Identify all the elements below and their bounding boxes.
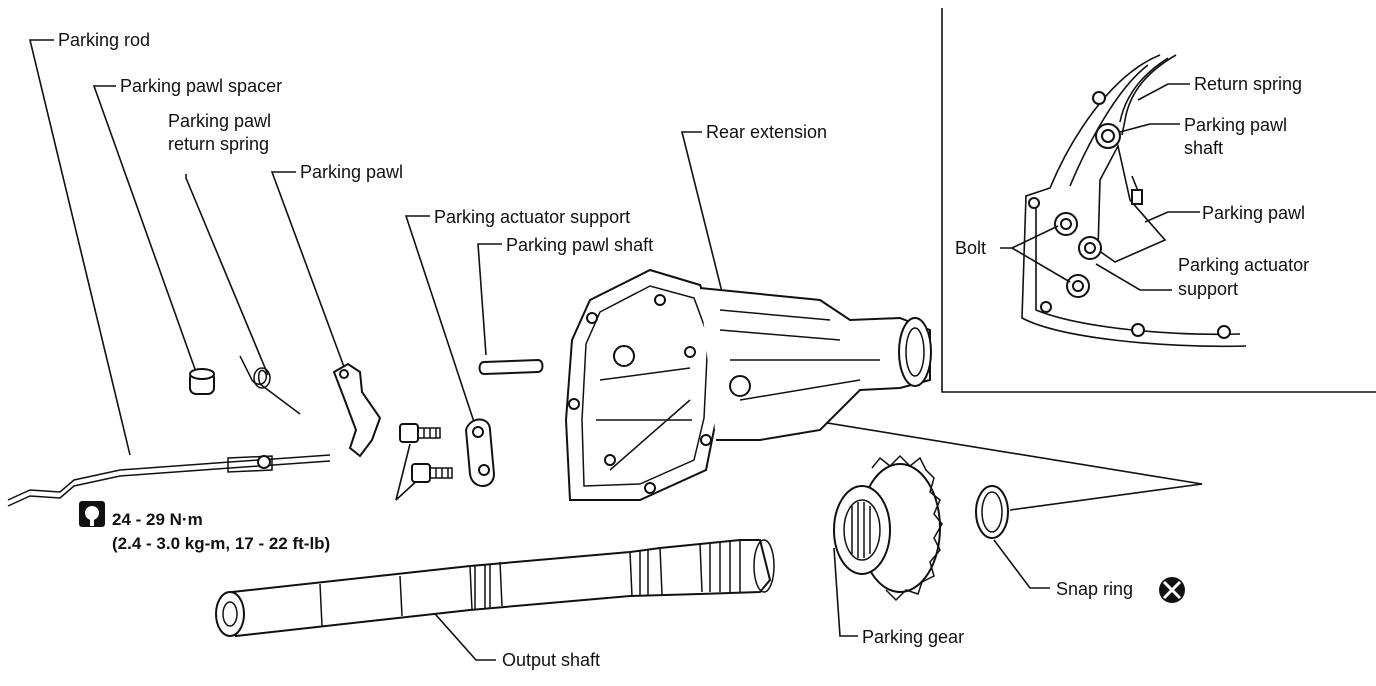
parking-gear — [833, 454, 943, 602]
label-rear-extension: Rear extension — [706, 122, 828, 142]
inset-label-parking-actuator-support-2: support — [1178, 279, 1239, 299]
inset-frame — [941, 8, 1376, 393]
rear-extension — [564, 268, 932, 501]
inset-label-bolt: Bolt — [955, 238, 987, 258]
label-parking-pawl-shaft: Parking pawl shaft — [506, 235, 654, 255]
inset-case — [1021, 54, 1247, 348]
parking-pawl-return-spring — [239, 355, 301, 415]
parking-pawl — [332, 362, 382, 458]
inset-leaders — [1000, 83, 1200, 291]
label-parking-rod: Parking rod — [58, 30, 151, 50]
inset-label-parking-pawl-shaft-2: shaft — [1184, 138, 1224, 158]
label-output-shaft: Output shaft — [502, 650, 601, 670]
label-parking-pawl: Parking pawl — [300, 162, 404, 182]
label-parking-pawl-spacer: Parking pawl spacer — [120, 76, 283, 96]
inset-label-parking-actuator-support-1: Parking actuator — [1178, 255, 1310, 275]
main-leaders — [28, 39, 1203, 661]
label-snap-ring: Snap ring — [1056, 579, 1134, 599]
inset-label-parking-pawl-shaft-1: Parking pawl — [1184, 115, 1288, 135]
output-shaft — [215, 539, 775, 638]
parking-pawl-shaft — [478, 358, 544, 376]
parking-pawl-spacer — [189, 368, 215, 395]
torque-spec-line-1: 24 - 29 N·m — [112, 510, 203, 529]
snap-ring — [975, 485, 1009, 539]
inset-label-parking-pawl: Parking pawl — [1202, 203, 1306, 223]
inset-return-spring — [1119, 54, 1177, 136]
inset-label-return-spring: Return spring — [1194, 74, 1303, 94]
label-parking-gear: Parking gear — [862, 627, 965, 647]
inset-pawl — [1095, 123, 1167, 263]
replace-part-x-icon — [1159, 577, 1185, 603]
parking-actuator-support — [464, 418, 496, 487]
label-parking-pawl-return-spring-1: Parking pawl — [168, 111, 272, 131]
label-parking-actuator-support: Parking actuator support — [434, 207, 631, 227]
torque-spec: 24 - 29 N·m (2.4 - 3.0 kg-m, 17 - 22 ft-… — [112, 508, 330, 556]
inset-bolts — [1054, 212, 1102, 298]
torque-spec-line-2: (2.4 - 3.0 kg-m, 17 - 22 ft-lb) — [112, 534, 331, 553]
label-parking-pawl-return-spring-2: return spring — [168, 134, 270, 154]
bolt-lower — [411, 463, 453, 483]
torque-wrench-icon — [78, 500, 106, 528]
parking-rod — [7, 454, 331, 507]
bolt-upper — [399, 423, 441, 443]
